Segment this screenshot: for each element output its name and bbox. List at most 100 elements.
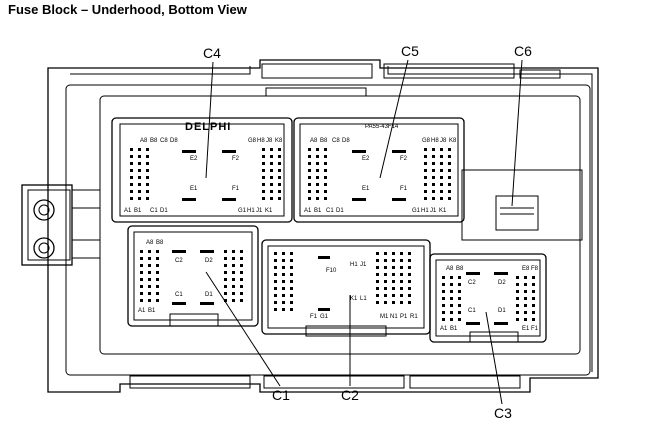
terminal-cavity	[384, 252, 387, 255]
terminal-cavity	[442, 276, 445, 279]
terminal-cavity	[156, 257, 159, 260]
terminal-cavity	[400, 294, 403, 297]
pin-label: E1	[362, 186, 370, 192]
terminal-slot	[352, 150, 366, 153]
terminal-cavity	[384, 259, 387, 262]
pin-label: F8	[531, 266, 539, 272]
pin-label: F1	[531, 326, 539, 332]
terminal-cavity	[224, 271, 227, 274]
pin-label: F10	[326, 268, 337, 274]
terminal-cavity	[400, 301, 403, 304]
terminal-cavity	[376, 273, 379, 276]
terminal-cavity	[524, 304, 527, 307]
terminal-cavity	[442, 283, 445, 286]
terminal-cavity	[516, 311, 519, 314]
terminal-cavity	[392, 273, 395, 276]
terminal-cavity	[316, 176, 319, 179]
terminal-cavity	[376, 294, 379, 297]
terminal-cavity	[130, 183, 133, 186]
terminal-cavity	[458, 304, 461, 307]
terminal-cavity	[146, 148, 149, 151]
terminal-cavity	[324, 190, 327, 193]
terminal-cavity	[274, 287, 277, 290]
terminal-cavity	[232, 250, 235, 253]
terminal-cavity	[376, 287, 379, 290]
terminal-cavity	[424, 197, 427, 200]
pin-label: D2	[205, 258, 213, 264]
terminal-cavity	[262, 190, 265, 193]
terminal-cavity	[148, 285, 151, 288]
terminal-cavity	[224, 299, 227, 302]
pin-label: K1	[350, 296, 358, 302]
terminal-grid	[140, 250, 243, 305]
terminal-cavity	[448, 162, 451, 165]
pin-label: E1	[522, 326, 530, 332]
terminal-cavity	[450, 318, 453, 321]
terminal-cavity	[376, 301, 379, 304]
terminal-cavity	[138, 190, 141, 193]
terminal-cavity	[400, 259, 403, 262]
terminal-cavity	[442, 304, 445, 307]
terminal-cavity	[308, 169, 311, 172]
terminal-cavity	[532, 318, 535, 321]
terminal-cavity	[232, 264, 235, 267]
terminal-cavity	[262, 176, 265, 179]
terminal-grid	[442, 272, 535, 325]
terminal-cavity	[384, 287, 387, 290]
pin-label: H8	[431, 138, 439, 144]
pin-label: C1	[468, 308, 476, 314]
terminal-cavity	[524, 283, 527, 286]
terminal-cavity	[240, 278, 243, 281]
terminal-cavity	[156, 292, 159, 295]
pin-label: G1	[238, 208, 247, 214]
terminal-cavity	[270, 148, 273, 151]
brand-label: DELPHI	[185, 121, 231, 133]
terminal-cavity	[278, 197, 281, 200]
terminal-slot	[318, 256, 330, 259]
terminal-cavity	[516, 276, 519, 279]
terminal-cavity	[376, 266, 379, 269]
terminal-cavity	[324, 197, 327, 200]
terminal-cavity	[448, 190, 451, 193]
terminal-cavity	[448, 176, 451, 179]
terminal-cavity	[524, 297, 527, 300]
callout-c1: C1	[272, 387, 290, 403]
terminal-cavity	[376, 259, 379, 262]
connector-c2: F10 H1 J1 K1 L1 M1 N1 P1 R1 F1 G1	[261, 239, 431, 337]
terminal-cavity	[392, 259, 395, 262]
part-number-label: PA55-43F14	[365, 124, 399, 130]
terminal-cavity	[408, 266, 411, 269]
terminal-cavity	[324, 155, 327, 158]
terminal-cavity	[290, 259, 293, 262]
terminal-cavity	[146, 169, 149, 172]
terminal-cavity	[278, 176, 281, 179]
terminal-cavity	[232, 278, 235, 281]
terminal-cavity	[442, 311, 445, 314]
terminal-cavity	[524, 276, 527, 279]
terminal-cavity	[138, 176, 141, 179]
terminal-cavity	[400, 280, 403, 283]
terminal-cavity	[240, 250, 243, 253]
terminal-slot	[318, 308, 330, 311]
pin-label: B1	[450, 326, 458, 332]
terminal-cavity	[146, 183, 149, 186]
pin-label: G1	[412, 208, 421, 214]
pin-label: F1	[400, 186, 408, 192]
terminal-slot	[466, 272, 480, 275]
terminal-cavity	[278, 183, 281, 186]
terminal-cavity	[532, 290, 535, 293]
terminal-cavity	[290, 287, 293, 290]
terminal-cavity	[224, 292, 227, 295]
terminal-cavity	[532, 304, 535, 307]
pin-label: C2	[175, 258, 183, 264]
terminal-grid	[308, 148, 451, 201]
terminal-cavity	[516, 318, 519, 321]
terminal-cavity	[308, 155, 311, 158]
terminal-cavity	[156, 250, 159, 253]
pin-label: D8	[170, 138, 178, 144]
pin-label: D1	[205, 292, 213, 298]
pin-label: B8	[156, 240, 164, 246]
terminal-cavity	[432, 176, 435, 179]
terminal-cavity	[148, 250, 151, 253]
pin-label: A1	[124, 208, 132, 214]
